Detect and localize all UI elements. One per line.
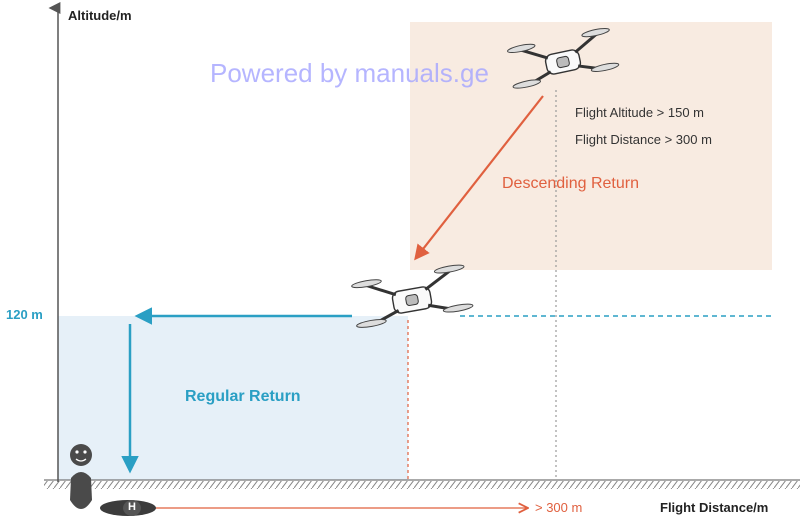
home-point-label: H	[128, 501, 136, 513]
distance-300-label: > 300 m	[535, 500, 583, 515]
descending-zone	[410, 22, 772, 270]
condition-distance: Flight Distance > 300 m	[575, 132, 712, 147]
regular-zone	[58, 316, 408, 480]
altitude-120-label: 120 m	[6, 307, 43, 322]
y-axis-label: Altitude/m	[68, 8, 132, 23]
drone-icon	[507, 27, 620, 89]
condition-altitude: Flight Altitude > 150 m	[575, 105, 704, 120]
watermark: Powered by manuals.ge	[210, 58, 489, 88]
drone-icon	[351, 264, 474, 328]
descending-arrow	[414, 95, 544, 261]
pilot-icon	[70, 444, 92, 509]
descending-return-label: Descending Return	[502, 175, 639, 192]
x-axis-label: Flight Distance/m	[660, 500, 769, 515]
home-point-icon	[100, 500, 156, 516]
ground-hatch	[44, 481, 800, 489]
regular-return-label: Regular Return	[185, 388, 301, 405]
